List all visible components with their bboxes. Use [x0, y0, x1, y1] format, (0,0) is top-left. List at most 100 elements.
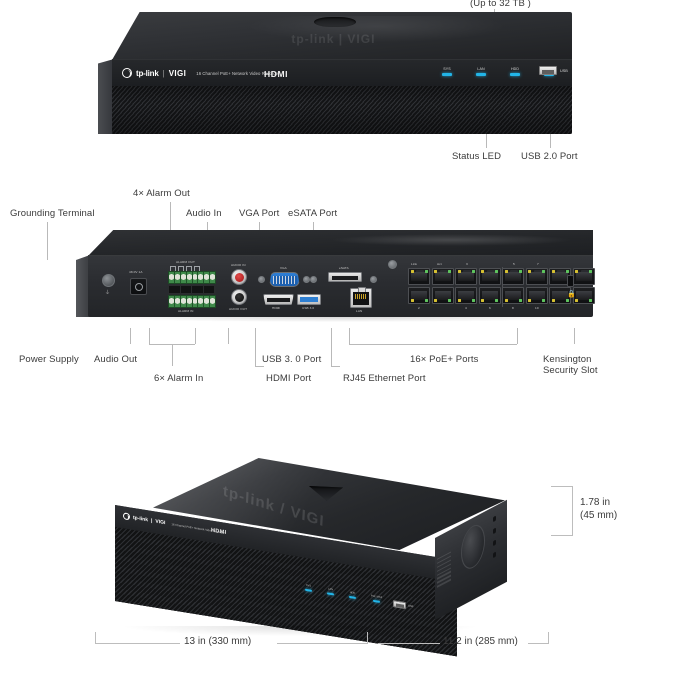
dim-width-tick-left [95, 632, 96, 644]
rear-top-sheen [330, 234, 573, 246]
led-sys: SYS [430, 67, 464, 76]
callout-poe-ports: 16× PoE+ Ports [410, 354, 479, 365]
callout-vga-port: VGA Port [239, 208, 280, 219]
iso-chassis: tp-link / VIGI tp-link | VIGI 16 Channel… [95, 458, 515, 657]
callout-grounding-terminal: Grounding Terminal [10, 208, 95, 219]
leader-line-hdmi-h [255, 366, 264, 367]
leader-line-poe-h [349, 344, 517, 345]
tp-link-logo-icon [122, 68, 132, 78]
hdmi-logo-mark: HDMI [264, 69, 289, 79]
audio-out-connector-icon [231, 289, 247, 305]
callout-kensington-security-slot: Kensington Security Slot [543, 354, 598, 376]
poe-port-1[interactable] [408, 268, 430, 285]
audio-in-connector-icon [231, 269, 247, 285]
iso-brand-separator: | [151, 517, 153, 524]
top-surface-logo: tp-link | VIGI [291, 32, 376, 46]
sub-brand-name: VIGI [168, 68, 187, 78]
leader-line-usb3 [255, 328, 256, 344]
iso-drop-shadow [125, 626, 475, 636]
dim-height-tick-top [551, 486, 573, 487]
front-brand-lockup: tp-link | VIGI 16 Channel PoE+ Network V… [122, 68, 280, 78]
rear-panel-face: ⏚ 48.0V 1A ALARM OUT [88, 255, 595, 317]
kensington-security-slot[interactable]: 🔒 [567, 275, 576, 298]
poe-port-13[interactable] [549, 268, 571, 285]
led-hdd: HDD [498, 67, 532, 76]
audio-out-rca-jack[interactable]: AUDIO OUT [229, 289, 247, 311]
dc-jack-icon [130, 278, 147, 295]
grounding-terminal[interactable]: ⏚ [102, 274, 115, 296]
hdmi-label: HDMI [272, 306, 281, 310]
poe-link-label: Link [411, 262, 418, 266]
dim-depth-tick-right [548, 632, 549, 644]
alarm-out-label: ALARM OUT [176, 260, 195, 264]
led-sys-label: SYS [443, 67, 451, 71]
dim-depth-line-right [528, 643, 548, 644]
dim-width-line-right [277, 643, 367, 644]
led-hdd-label: HDD [510, 67, 520, 71]
poe-port-2[interactable] [408, 286, 430, 304]
callout-alarm-in: 6× Alarm In [154, 373, 204, 384]
dimension-height: 1.78 in (45 mm) [580, 497, 618, 521]
led-sys-indicator [442, 73, 452, 76]
leader-line-usb-2-port [550, 134, 551, 148]
front-chassis-top: tp-link | VIGI [112, 12, 572, 60]
vga-screw-left [258, 276, 265, 283]
dim-height-tick-bottom [551, 535, 573, 536]
vga-label: VGA [280, 266, 287, 270]
padlock-icon: 🔒 [567, 291, 576, 298]
front-chassis: tp-link | VIGI tp-link | VIGI 16 Channel… [98, 12, 572, 134]
leader-line-hdmi-drop [255, 344, 256, 366]
iso-usb-port-label: USB [408, 604, 414, 609]
poe-port-9[interactable] [502, 268, 524, 285]
leader-line-power-supply [130, 328, 131, 344]
iso-led-hdd: HDD [349, 591, 356, 599]
hdmi-port[interactable]: HDMI [263, 294, 294, 310]
isometric-view-figure: tp-link / VIGI tp-link | VIGI 16 Channel… [0, 440, 700, 700]
dim-height-line [572, 486, 573, 535]
rj45-ethernet-port[interactable]: LAN [350, 287, 372, 313]
leader-line-poe-v1 [349, 328, 350, 344]
poe-num-top-7: 7 [537, 262, 539, 266]
poe-port-11[interactable] [525, 268, 548, 285]
callout-status-led: Status LED [452, 151, 502, 162]
alarm-terminal-mid-block [168, 285, 216, 294]
led-lan: LAN [464, 67, 498, 76]
led-lan-label: LAN [477, 67, 485, 71]
front-ventilation-grille [112, 86, 572, 134]
poe-port-10[interactable] [502, 286, 524, 304]
poe-port-15[interactable] [572, 268, 595, 285]
dimension-depth: 11.2 in (285 mm) [443, 636, 518, 647]
leader-line-audio-out [228, 328, 229, 344]
poe-num-bot-6: 6 [489, 306, 491, 310]
poe-port-7[interactable] [478, 268, 501, 285]
power-supply-jack[interactable]: 48.0V 1A [129, 270, 147, 295]
usb-3-port[interactable]: USB 3.0 [297, 294, 321, 310]
top-vent-slot [314, 17, 357, 27]
alarm-in-label: ALARM IN [178, 309, 194, 313]
model-description: 16 Channel PoE+ Network Video Recorder [196, 70, 280, 76]
callout-usb-3-port: USB 3. 0 Port [262, 354, 322, 365]
leader-line-alarm-in-drop [172, 344, 173, 366]
esata-port[interactable]: eSATA [328, 266, 362, 282]
poe-port-5[interactable] [455, 268, 477, 285]
poe-port-4[interactable] [431, 286, 454, 304]
poe-port-8[interactable] [478, 286, 501, 304]
iso-tp-link-logo-icon [123, 512, 130, 521]
dimension-width: 13 in (330 mm) [184, 636, 252, 647]
poe-port-12[interactable] [525, 286, 548, 304]
front-chassis-left-side [98, 59, 114, 134]
poe-port-3[interactable] [431, 268, 454, 285]
brand-separator: | [162, 68, 165, 78]
audio-in-rca-jack[interactable]: AUDIO IN [231, 263, 247, 285]
poe-port-6[interactable] [455, 286, 477, 304]
poe-bank-divider [502, 267, 503, 307]
poe-num-bot-10: 10 [535, 306, 539, 310]
leader-line-alarm-in-v2 [195, 328, 196, 344]
panel-screw-c [388, 260, 397, 269]
front-usb-2-port[interactable]: USB [539, 66, 568, 75]
poe-port-14[interactable] [549, 286, 571, 304]
poe-port-16[interactable] [572, 286, 595, 304]
usb-3-label: USB 3.0 [302, 306, 315, 310]
poe-act-label: Act [437, 262, 442, 266]
esata-label: eSATA [339, 266, 349, 270]
